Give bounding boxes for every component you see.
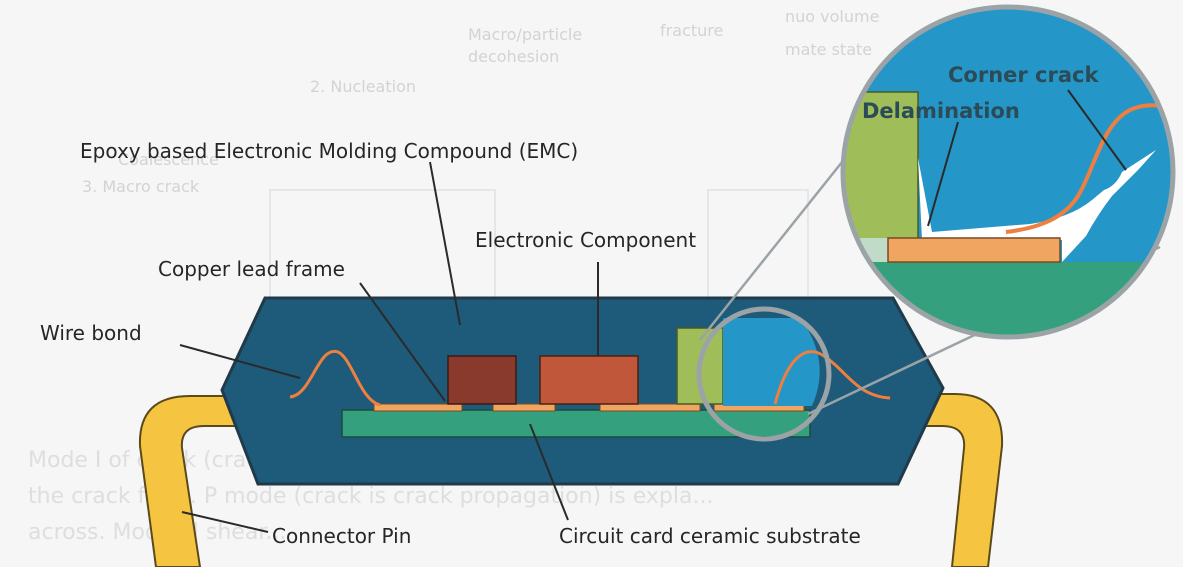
delamination-label: Delamination — [862, 99, 1020, 123]
lead-frame-segment-2 — [492, 403, 556, 412]
copper-lead-frame-label: Copper lead frame — [158, 257, 345, 281]
wire-bond-left — [289, 350, 381, 407]
connector-pin-left — [138, 395, 289, 567]
connector-pin-right — [849, 393, 1004, 567]
substrate-leader — [529, 423, 569, 521]
wire-bond-label: Wire bond — [40, 321, 142, 345]
delamination-leader — [927, 121, 959, 227]
copper-lead-frame-leader — [359, 282, 446, 402]
zoom-green-block — [843, 91, 919, 241]
wire-bond-leader — [179, 344, 301, 379]
zoom-spot-fill — [723, 318, 820, 406]
emc-label: Epoxy based Electronic Molding Compound … — [80, 139, 578, 163]
emc-leader — [429, 161, 461, 326]
electronic-component — [539, 355, 639, 405]
bg-paragraph-line-2: the crack front. P mode (crack is crack … — [28, 484, 713, 509]
bg-text-decohesion: decohesion — [468, 47, 559, 66]
corner-crack-label: Corner crack — [948, 63, 1099, 87]
bg-text-coalescence: Coalescence — [118, 150, 219, 169]
bg-text-fracture: fracture — [660, 21, 723, 40]
bg-text-state: mate state — [785, 40, 872, 59]
bg-text-volume: nuo volume — [785, 7, 879, 26]
corner-crack-leader — [1067, 89, 1127, 171]
bg-text-macro-particle: Macro/particle — [468, 25, 582, 44]
connector-pin-label: Connector Pin — [272, 524, 411, 548]
zoom-connector-upper — [699, 141, 859, 341]
zoom-crack — [918, 150, 1156, 262]
zoom-lead-frame — [887, 237, 1061, 263]
lead-frame-segment-3 — [599, 403, 701, 412]
bg-text-nucleation: 2. Nucleation — [310, 77, 416, 96]
bg-text-macro-crack: 3. Macro crack — [82, 177, 200, 196]
electronic-component-label: Electronic Component — [475, 228, 696, 252]
component-dark — [447, 355, 517, 405]
substrate-label: Circuit card ceramic substrate — [559, 524, 861, 548]
connector-pin-leader — [181, 511, 269, 533]
zoom-source-ring — [696, 306, 832, 442]
wire-bond-right — [773, 350, 891, 405]
zoom-wire — [1005, 103, 1171, 234]
zoom-ring — [840, 4, 1176, 340]
lead-frame-segment-1 — [373, 403, 463, 412]
